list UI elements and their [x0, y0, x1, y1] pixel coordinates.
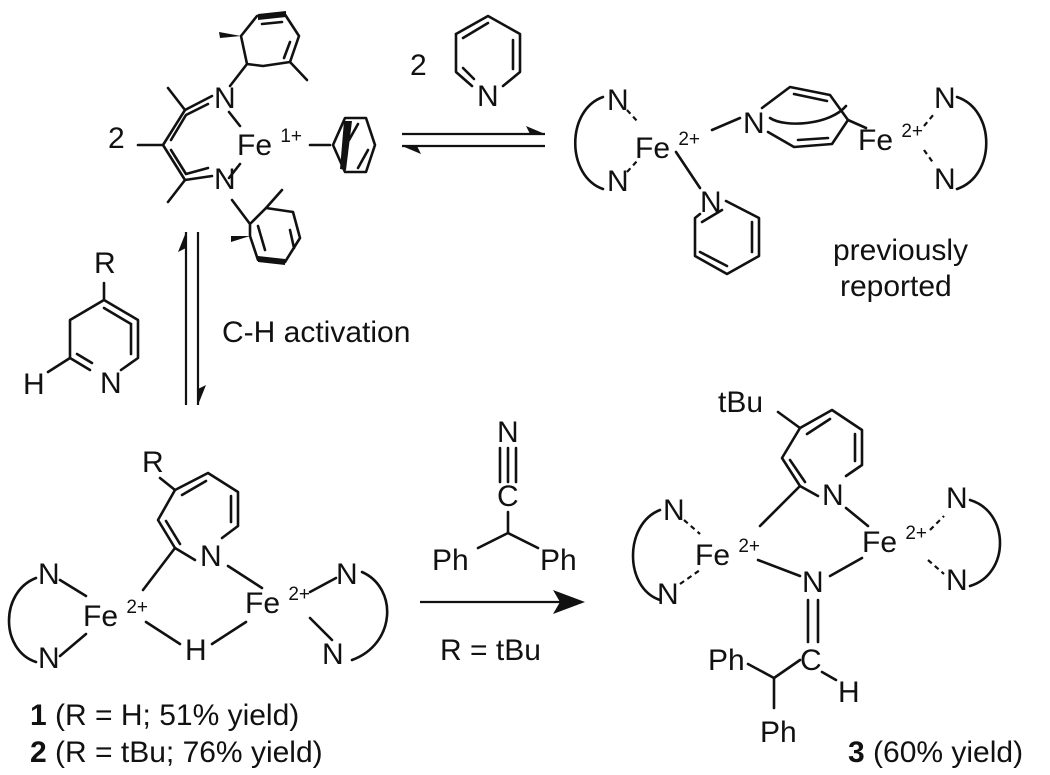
product3-imine-nitrogen: N — [802, 566, 824, 599]
hydride-product-substituent: R — [142, 446, 164, 479]
dimer-left-nitrogen-bottom: N — [607, 165, 629, 198]
dimer-bridging-pyridine-nitrogen: N — [743, 107, 765, 140]
nitrile-phenyl-left: Ph — [432, 544, 469, 577]
reactant-nitrogen-bottom: N — [214, 163, 236, 196]
reactant-fe1-benzene-complex: 2 N N Fe 1+ — [108, 11, 377, 265]
product3-left-nitrogen-top: N — [663, 494, 685, 527]
dimer-right-iron: Fe — [858, 124, 893, 157]
dimer-left-iron: Fe — [635, 132, 670, 165]
hydride-right-iron: Fe — [245, 587, 280, 620]
pyridine-nitrogen: N — [477, 80, 499, 113]
product3-left-iron: Fe — [695, 539, 730, 572]
hydride-left-iron-charge: 2+ — [126, 597, 148, 618]
reactant-iron: Fe — [237, 129, 272, 162]
dimer-left-iron-charge: 2+ — [678, 129, 700, 150]
svg-text:Fe 2+: Fe 2+ — [245, 584, 310, 620]
svg-text:Fe 2+: Fe 2+ — [635, 129, 700, 165]
svg-text:Fe 2+: Fe 2+ — [695, 536, 760, 572]
hydride-left-nitrogen-top: N — [38, 558, 60, 591]
compound-1-yield: (R = H; 51% yield) — [47, 699, 300, 732]
product3-right-nitrogen-top: N — [946, 482, 968, 515]
nitrile-carbon: C — [497, 480, 519, 513]
svg-text:1 (R = H; 51% yield): 1 (R = H; 51% yield) — [30, 699, 299, 732]
svg-text:Fe 2+: Fe 2+ — [858, 121, 923, 157]
product3-imine-carbon: C — [800, 644, 822, 677]
svg-text:Fe 2+: Fe 2+ — [83, 597, 148, 633]
product3-left-iron-charge: 2+ — [738, 536, 760, 557]
ch-activation-label: C-H activation — [222, 316, 410, 349]
reactant-iron-charge: 1+ — [280, 126, 302, 147]
pyridine-reagent: 2 N — [410, 14, 522, 113]
svg-text:3 (60% yield): 3 (60% yield) — [848, 736, 1023, 769]
product3-substituent: tBu — [718, 386, 763, 419]
svg-text:Fe 2+: Fe 2+ — [862, 523, 927, 559]
hydride-left-nitrogen-bottom: N — [38, 642, 60, 675]
pyridine-coefficient: 2 — [410, 49, 427, 82]
compound-2-number: 2 — [30, 736, 47, 769]
svg-text:Fe 1+: Fe 1+ — [237, 126, 302, 162]
product3-phenyl-top: Ph — [708, 644, 745, 677]
dimer-right-nitrogen-top: N — [934, 82, 956, 115]
pyridine-bridged-iron-dimer: N N Fe 2+ N Fe 2+ N N N previous — [574, 82, 988, 303]
substituted-pyridine-substrate: R H N — [23, 247, 140, 401]
product3-right-iron-charge: 2+ — [905, 523, 927, 544]
dimer-right-nitrogen-bottom: N — [934, 163, 956, 196]
product3-left-nitrogen-bottom: N — [657, 578, 679, 611]
product3-right-iron: Fe — [862, 526, 897, 559]
bridging-hydride-product: R N N N Fe 2+ H Fe 2+ N N — [7, 446, 389, 769]
amidinate-insertion-product: tBu N N N Fe 2+ N Fe 2+ N N — [631, 386, 1023, 769]
dimer-left-nitrogen-top: N — [607, 84, 629, 117]
hydride-product-pyridine-nitrogen: N — [200, 540, 222, 573]
equilibrium-arrow-horizontal — [402, 126, 545, 154]
dimer-right-iron-charge: 2+ — [901, 121, 923, 142]
product3-right-nitrogen-bottom: N — [946, 564, 968, 597]
nitrile-phenyl-right: Ph — [540, 544, 577, 577]
reactant-nitrogen-top: N — [214, 82, 236, 115]
arrow-condition: R = tBu — [440, 634, 541, 667]
substrate-nitrogen: N — [100, 367, 122, 400]
compound-3-yield: (60% yield) — [865, 736, 1023, 769]
hydride-right-nitrogen-top: N — [336, 558, 358, 591]
substrate-substituent: R — [94, 247, 116, 280]
reactant-coefficient: 2 — [108, 122, 125, 155]
substrate-hydrogen: H — [23, 368, 45, 401]
dimer-terminal-pyridine-nitrogen: N — [700, 186, 722, 219]
hydride-right-nitrogen-bottom: N — [322, 638, 344, 671]
product3-imine-hydrogen: H — [838, 676, 860, 709]
previously-reported-note-line2: reported — [840, 270, 952, 303]
compound-2-yield: (R = tBu; 76% yield) — [47, 736, 323, 769]
nitrile-nitrogen: N — [497, 416, 519, 449]
svg-text:2 (R = tBu; 76% yield): 2 (R = tBu; 76% yield) — [30, 736, 323, 769]
previously-reported-note-line1: previously — [833, 234, 968, 267]
compound-1-number: 1 — [30, 699, 47, 732]
nitrile-insertion-arrow: N C Ph Ph R = tBu — [420, 416, 585, 667]
bridging-hydride: H — [185, 634, 207, 667]
product3-phenyl-bottom: Ph — [760, 716, 797, 749]
product3-pyridine-nitrogen: N — [822, 479, 844, 512]
hydride-right-iron-charge: 2+ — [288, 584, 310, 605]
compound-3-number: 3 — [848, 736, 865, 769]
equilibrium-arrow-vertical: C-H activation — [178, 232, 410, 405]
hydride-left-iron: Fe — [83, 600, 118, 633]
